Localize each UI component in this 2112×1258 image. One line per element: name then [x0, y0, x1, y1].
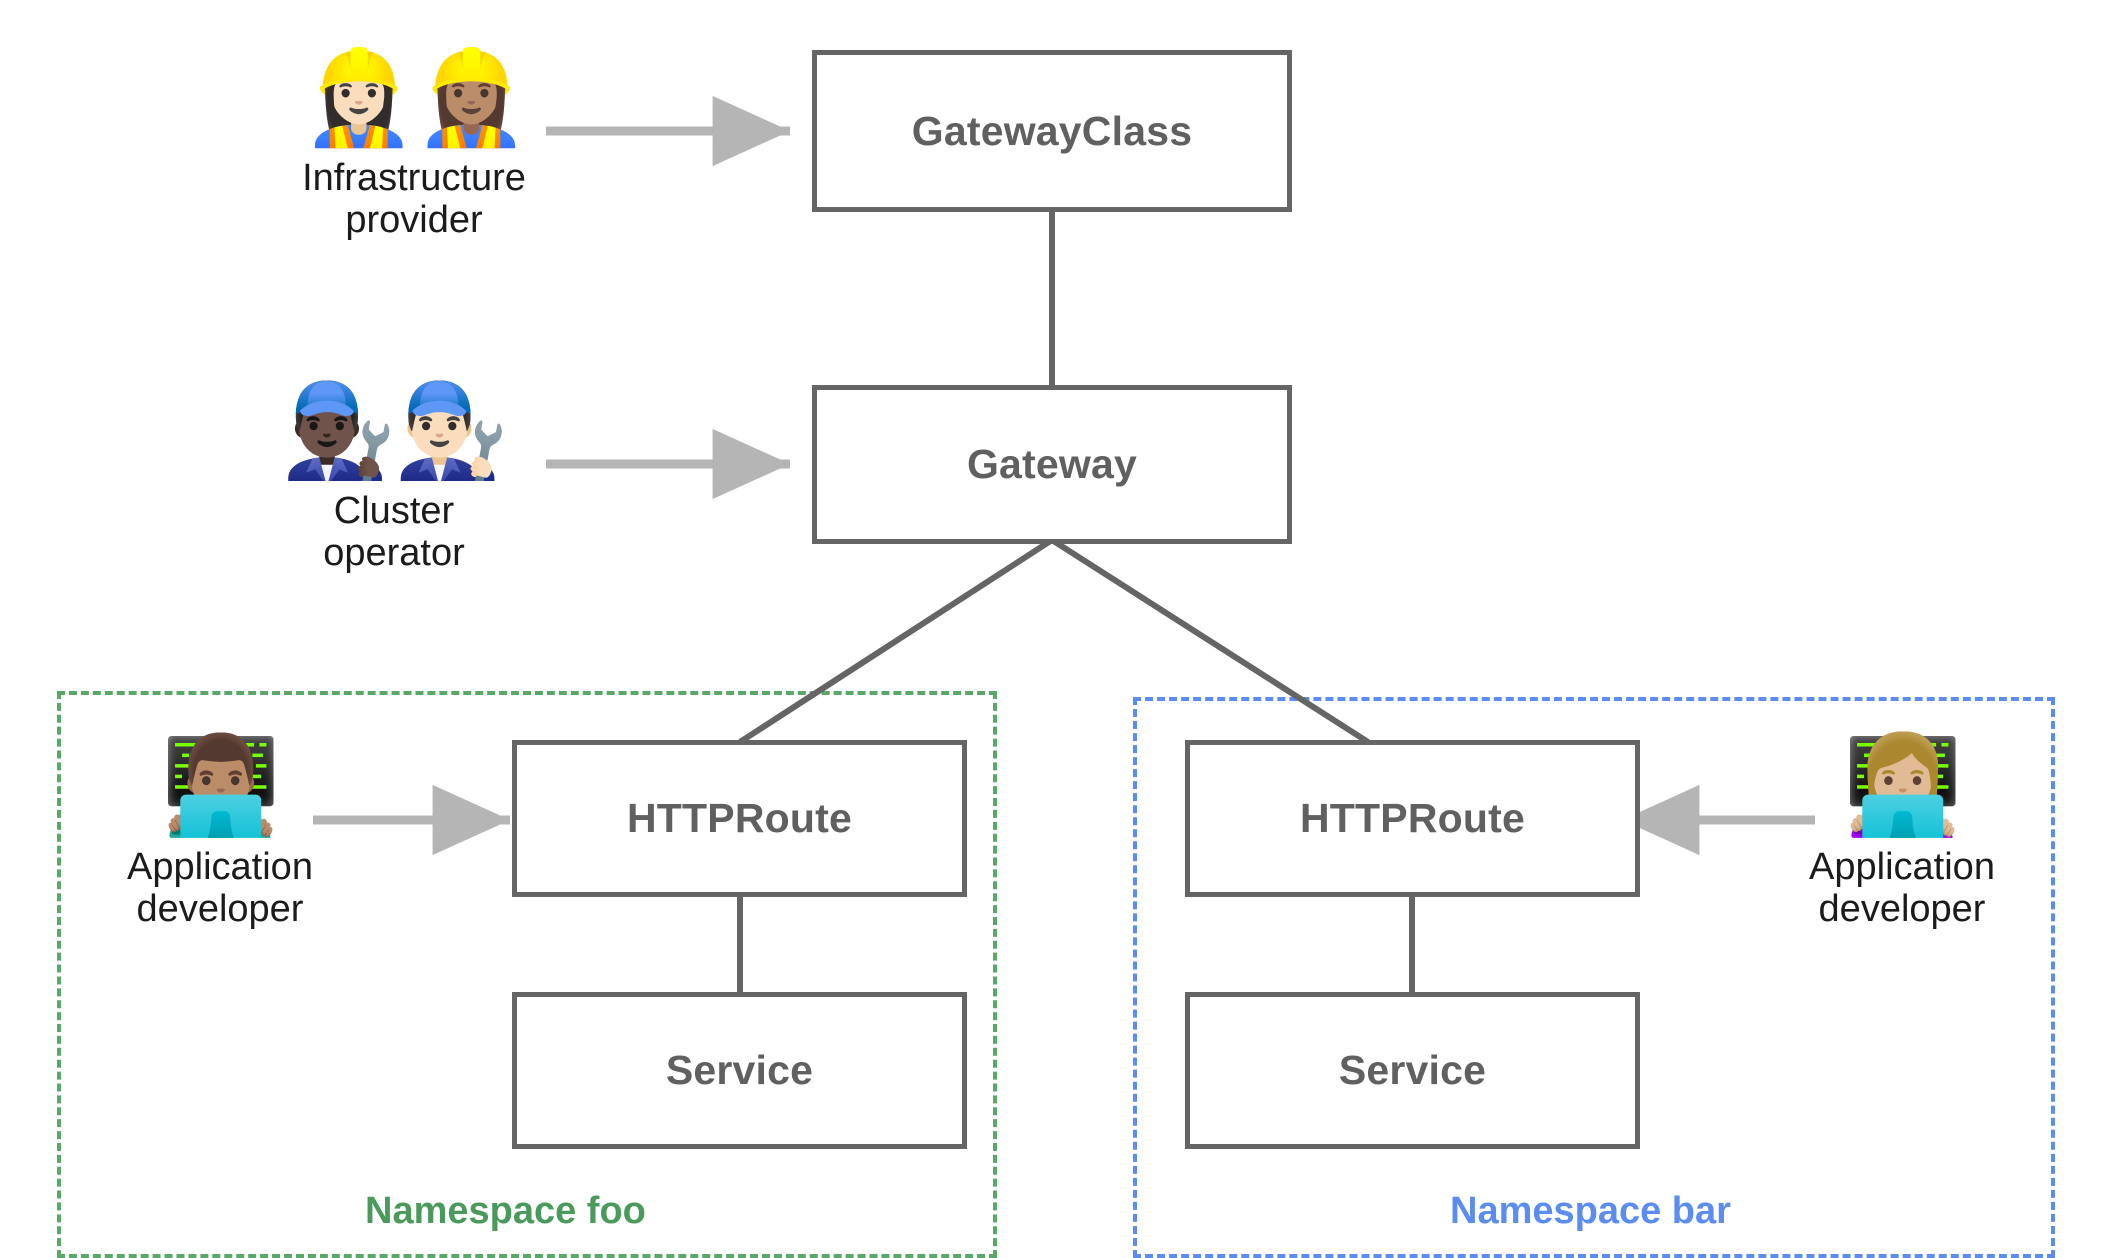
node-service-foo-label: Service	[665, 1047, 814, 1093]
namespace-label-foo: Namespace foo	[365, 1190, 646, 1232]
edge-gateway-to-httproute-foo	[738, 537, 1054, 745]
persona-infrastructure-provider: 👷🏻‍♀️👷🏽‍♀️ Infrastructure provider	[244, 44, 584, 242]
women-construction-workers-icon: 👷🏻‍♀️👷🏽‍♀️	[301, 44, 528, 151]
node-service-bar[interactable]: Service	[1185, 992, 1640, 1149]
namespace-label-bar: Namespace bar	[1450, 1190, 1731, 1232]
persona-infrastructure-provider-label: Infrastructure provider	[302, 157, 526, 242]
persona-line-2: operator	[323, 532, 465, 575]
persona-cluster-operator: 👨🏿‍🔧👨🏻‍🔧 Cluster operator	[224, 377, 564, 575]
man-technologist-icon: 👨🏽‍💻	[161, 729, 281, 841]
node-httproute-foo-label: HTTPRoute	[627, 795, 852, 841]
node-service-foo[interactable]: Service	[512, 992, 967, 1149]
woman-technologist-icon: 👩🏼‍💻	[1843, 729, 1963, 841]
persona-cluster-operator-label: Cluster operator	[323, 490, 465, 575]
node-httproute-bar-label: HTTPRoute	[1300, 795, 1525, 841]
persona-line-2: provider	[345, 199, 483, 242]
persona-line-1: Cluster	[333, 489, 455, 532]
persona-application-developer-foo-label: Application developer	[127, 846, 313, 931]
namespace-box-bar	[1133, 697, 2055, 1258]
persona-application-developer-bar: 👩🏼‍💻 Application developer	[1732, 735, 2072, 931]
men-mechanics-icon: 👨🏿‍🔧👨🏻‍🔧	[281, 377, 508, 484]
persona-application-developer-foo: 👨🏽‍💻 Application developer	[50, 735, 390, 931]
node-gateway[interactable]: Gateway	[812, 385, 1292, 544]
edge-gateway-to-httproute-bar	[1050, 537, 1370, 745]
persona-line-1: Application	[1809, 845, 1995, 888]
node-gateway-label: Gateway	[966, 441, 1138, 487]
node-httproute-foo[interactable]: HTTPRoute	[512, 740, 967, 897]
namespace-box-foo	[57, 691, 997, 1258]
node-service-bar-label: Service	[1338, 1047, 1487, 1093]
persona-line-1: Application	[127, 845, 313, 888]
persona-application-developer-bar-label: Application developer	[1809, 846, 1995, 931]
persona-line-2: developer	[1818, 888, 1986, 931]
node-gatewayclass-label: GatewayClass	[911, 107, 1193, 154]
persona-line-2: developer	[136, 888, 304, 931]
node-httproute-bar[interactable]: HTTPRoute	[1185, 740, 1640, 897]
persona-line-1: Infrastructure	[302, 156, 526, 199]
node-gatewayclass[interactable]: GatewayClass	[812, 50, 1292, 212]
